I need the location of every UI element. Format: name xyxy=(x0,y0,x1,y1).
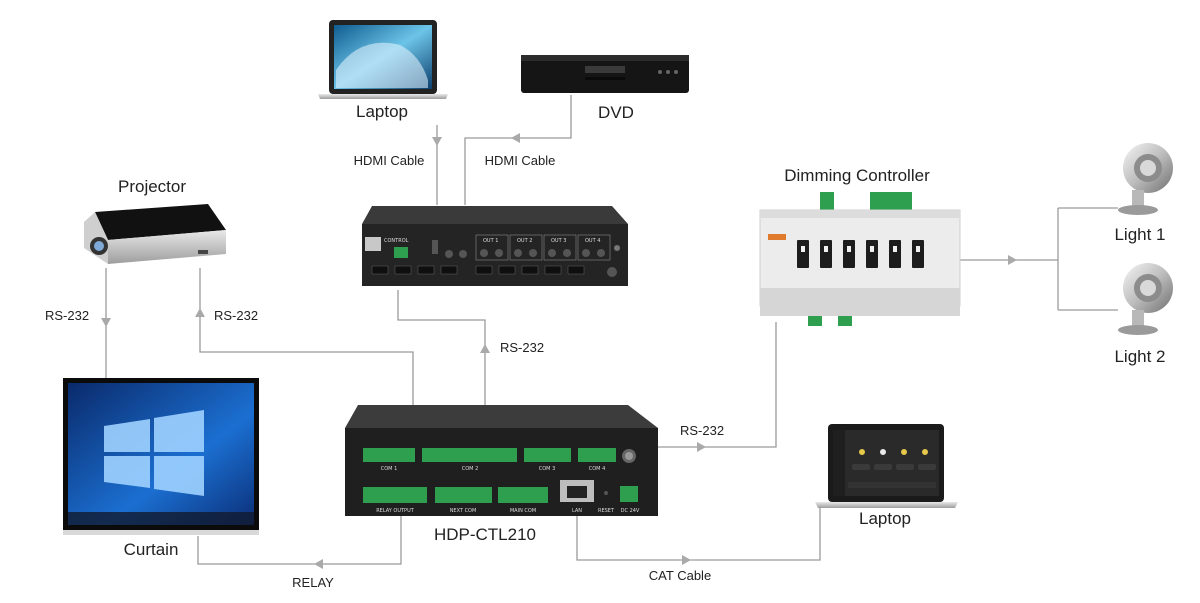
relay-connection-label: RELAY xyxy=(292,575,334,590)
curtain-screen-device xyxy=(63,378,259,535)
laptop-right-label: Laptop xyxy=(859,509,911,528)
wire-projector-up xyxy=(195,268,414,405)
hdmi-cable-dvd-label: HDMI Cable xyxy=(485,153,556,168)
light-1-label: Light 1 xyxy=(1114,225,1165,244)
reset-port-label: RESET xyxy=(598,508,615,514)
hdp-ctl210-label: HDP-CTL210 xyxy=(434,525,536,544)
com1-label: COM 1 xyxy=(381,466,398,472)
light-2-label: Light 2 xyxy=(1114,347,1165,366)
laptop-right-device xyxy=(815,424,958,508)
light-1-device xyxy=(1118,143,1173,215)
hdmi-matrix-device: CONTROL OUT 1 OUT 2 OUT 3 OUT 4 xyxy=(362,206,628,286)
rs232-projector-down-label: RS-232 xyxy=(45,308,89,323)
lan-port-label: LAN xyxy=(572,508,582,514)
main-com-port-label: MAIN COM xyxy=(510,508,536,514)
matrix-out3-label: OUT 3 xyxy=(551,238,566,244)
com3-label: COM 3 xyxy=(539,466,556,472)
dc-port-label: DC 24V xyxy=(621,508,640,514)
projector-device xyxy=(84,204,226,264)
matrix-out2-label: OUT 2 xyxy=(517,238,532,244)
laptop-top-device xyxy=(318,20,448,99)
wire-dvd-to-matrix xyxy=(464,95,572,205)
rs232-matrix-label: RS-232 xyxy=(500,340,544,355)
wire-laptop-to-matrix xyxy=(432,125,442,205)
projector-label: Projector xyxy=(118,177,186,196)
wire-relay-to-curtain xyxy=(197,515,402,569)
curtain-label: Curtain xyxy=(124,540,179,559)
next-com-port-label: NEXT COM xyxy=(450,508,477,514)
cat-cable-label: CAT Cable xyxy=(649,568,711,583)
com4-label: COM 4 xyxy=(589,466,606,472)
matrix-out1-label: OUT 1 xyxy=(483,238,498,244)
rs232-dimming-label: RS-232 xyxy=(680,423,724,438)
hdmi-cable-laptop-label: HDMI Cable xyxy=(354,153,425,168)
dvd-label: DVD xyxy=(598,103,634,122)
com2-label: COM 2 xyxy=(462,466,479,472)
wire-controller-to-dimming xyxy=(656,322,777,452)
dimming-controller-label: Dimming Controller xyxy=(784,166,930,185)
light-2-device xyxy=(1118,263,1173,335)
matrix-out4-label: OUT 4 xyxy=(585,238,600,244)
matrix-control-label: CONTROL xyxy=(384,238,409,244)
dimming-controller-device xyxy=(759,192,961,326)
rs232-projector-up-label: RS-232 xyxy=(214,308,258,323)
hdp-ctl210-device: COM 1 COM 2 COM 3 COM 4 RELAY OUTPUT NEX… xyxy=(345,405,658,516)
laptop-top-label: Laptop xyxy=(356,102,408,121)
wire-projector-down xyxy=(101,268,111,378)
wire-matrix-to-controller xyxy=(397,290,490,405)
wire-lan-to-laptop xyxy=(576,505,821,565)
dvd-player-device xyxy=(521,55,689,93)
relay-output-port-label: RELAY OUTPUT xyxy=(376,508,415,514)
wire-dimming-to-lights xyxy=(960,207,1118,311)
